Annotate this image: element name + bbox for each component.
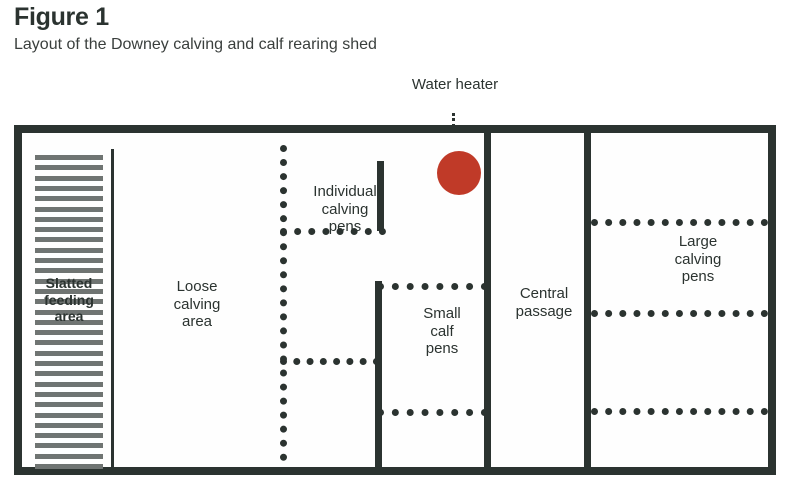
small-calf-pens-top-divider <box>377 283 488 290</box>
water-heater-label: Water heater <box>411 76 499 93</box>
slat-bar <box>35 319 103 325</box>
small-calf-pens-left-wall <box>375 281 382 475</box>
zone-label-central-passage: Central passage <box>515 285 573 320</box>
slat-bar <box>35 268 103 274</box>
slat-bar <box>35 309 103 315</box>
slat-bar <box>35 453 103 459</box>
zone-label-slatted-feeding-area: Slatted feeding area <box>44 275 94 325</box>
page-title: Figure 1 <box>14 3 109 31</box>
central-passage-right-wall <box>584 133 591 475</box>
slat-bar <box>35 340 103 346</box>
slat-bar <box>35 175 103 181</box>
zone-label-individual-calving-pens: Individual calving pens <box>313 183 377 236</box>
figure-header: Figure 1 Layout of the Downey calving an… <box>14 4 774 54</box>
slat-bar <box>35 258 103 263</box>
slat-bar <box>35 402 103 408</box>
slat-bar <box>35 412 103 418</box>
shed-plan-outline: Slatted feeding area Loose calving area … <box>14 125 776 475</box>
slat-bar <box>35 422 103 428</box>
slat-bar <box>35 216 103 222</box>
individual-pen-dotted-divider <box>280 228 386 235</box>
slat-bar <box>35 443 103 449</box>
loose-area-divider <box>280 145 287 475</box>
slat-bar <box>35 227 103 233</box>
shed-interior: Slatted feeding area Loose calving area … <box>22 133 768 475</box>
slat-bar <box>35 381 103 387</box>
slat-bar <box>35 330 103 336</box>
small-calf-pens-bottom-divider <box>377 409 488 416</box>
slat-bar <box>35 391 103 397</box>
slatted-feeding-area <box>35 155 103 473</box>
zone-label-loose-calving-area: Loose calving area <box>173 278 221 331</box>
slat-bar <box>35 237 103 243</box>
slat-bar <box>35 247 103 253</box>
individual-pen-divider <box>377 161 384 231</box>
slat-bar <box>35 299 103 305</box>
slat-bar <box>35 206 103 212</box>
slat-bar <box>35 288 103 294</box>
large-calving-pen-divider-2 <box>591 310 768 317</box>
loose-area-stub-divider <box>280 358 380 365</box>
zone-label-small-calf-pens: Small calf pens <box>423 305 461 358</box>
slat-bar <box>35 350 103 356</box>
slatted-area-divider <box>111 149 114 471</box>
slat-bar <box>35 155 103 160</box>
central-passage-left-wall <box>484 133 491 475</box>
large-calving-pen-divider-3 <box>591 408 768 415</box>
slat-bar <box>35 361 103 366</box>
slat-bar <box>35 371 103 377</box>
slat-bar <box>35 433 103 439</box>
figure-subtitle: Layout of the Downey calving and calf re… <box>14 36 377 54</box>
large-calving-pen-divider-1 <box>591 219 768 226</box>
water-heater-icon <box>437 151 481 195</box>
slat-bar <box>35 196 103 202</box>
slat-bar <box>35 165 103 171</box>
slat-bar <box>35 464 103 469</box>
zone-label-large-calving-pens: Large calving pens <box>674 233 722 286</box>
slat-bar <box>35 185 103 191</box>
slat-bar <box>35 278 103 284</box>
